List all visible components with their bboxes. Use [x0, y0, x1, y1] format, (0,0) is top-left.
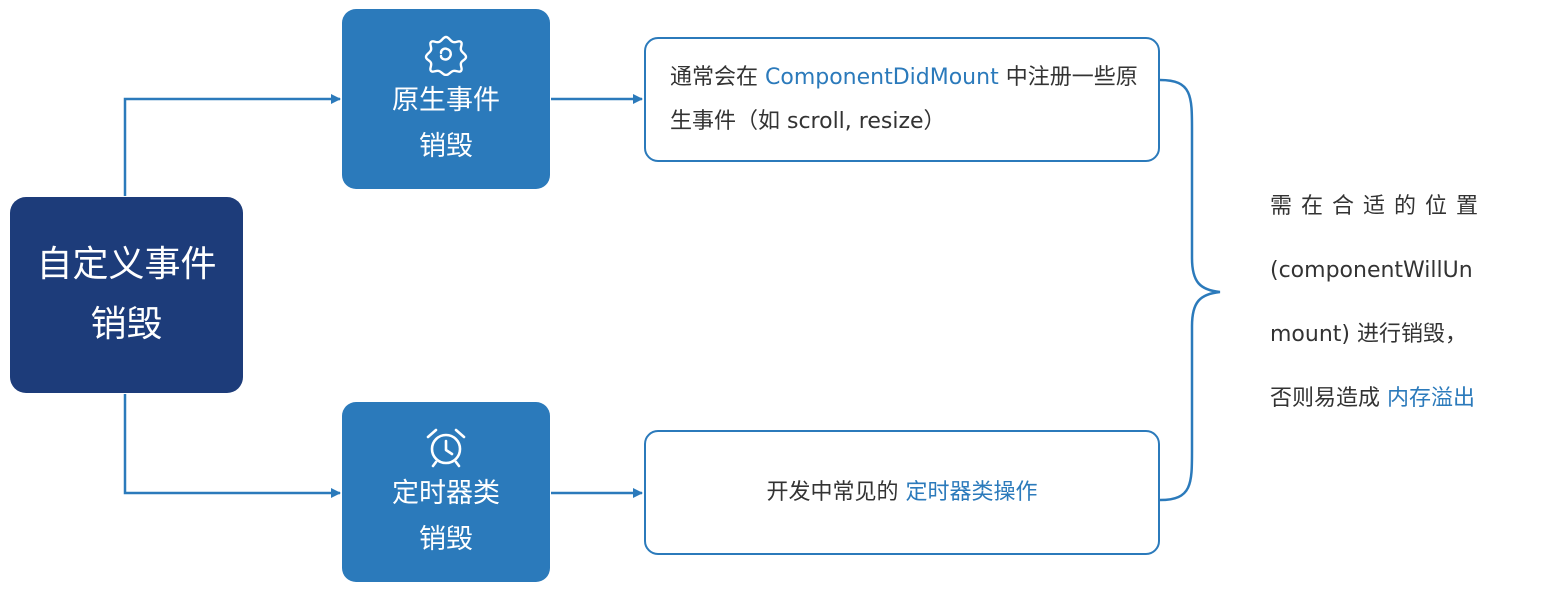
native-desc-pre: 通常会在 — [670, 64, 765, 90]
branch-timer-title: 定时器类 — [392, 478, 500, 509]
conclusion-highlight: 内存溢出 — [1387, 386, 1476, 411]
conclusion-line-1: 需在合适的位置 — [1270, 194, 1488, 219]
conclusion-text: 需在合适的位置 (componentWillUn mount) 进行销毁， 否则… — [1270, 175, 1540, 431]
root-node-subtitle: 销毁 — [90, 304, 163, 345]
native-desc-highlight: ComponentDidMount — [765, 64, 999, 90]
connector-root-to-timer — [123, 394, 341, 498]
root-node-custom-event-destroy: 自定义事件 销毁 — [10, 197, 243, 393]
native-event-description: 通常会在 ComponentDidMount 中注册一些原生事件（如 scrol… — [644, 37, 1160, 162]
branch-timer-subtitle: 销毁 — [419, 524, 473, 555]
conclusion-line-4: 否则易造成 内存溢出 — [1270, 367, 1540, 431]
gear-icon — [424, 35, 468, 76]
alarm-clock-icon — [426, 428, 466, 468]
timer-desc-pre: 开发中常见的 — [766, 479, 906, 505]
conclusion-line-2: (componentWillUn — [1270, 258, 1473, 283]
branch-native-title: 原生事件 — [392, 85, 500, 116]
root-node-title: 自定义事件 — [36, 244, 217, 285]
branch-node-timer: 定时器类 销毁 — [342, 402, 550, 582]
conclusion-line-4-pre: 否则易造成 — [1270, 386, 1387, 411]
connector-root-to-native — [123, 94, 341, 196]
native-desc-post: 中注册一些原生事件（如 scroll, resize） — [670, 64, 1138, 134]
conclusion-line-3: mount) 进行销毁， — [1270, 322, 1467, 347]
timer-description-text: 开发中常见的 定时器类操作 — [766, 471, 1037, 515]
timer-desc-highlight: 定时器类操作 — [905, 479, 1038, 505]
native-event-description-text: 通常会在 ComponentDidMount 中注册一些原生事件（如 scrol… — [670, 56, 1138, 144]
timer-description: 开发中常见的 定时器类操作 — [644, 430, 1160, 555]
curly-brace — [1159, 78, 1221, 502]
branch-native-subtitle: 销毁 — [419, 131, 473, 162]
branch-node-native-event: 原生事件 销毁 — [342, 9, 550, 189]
